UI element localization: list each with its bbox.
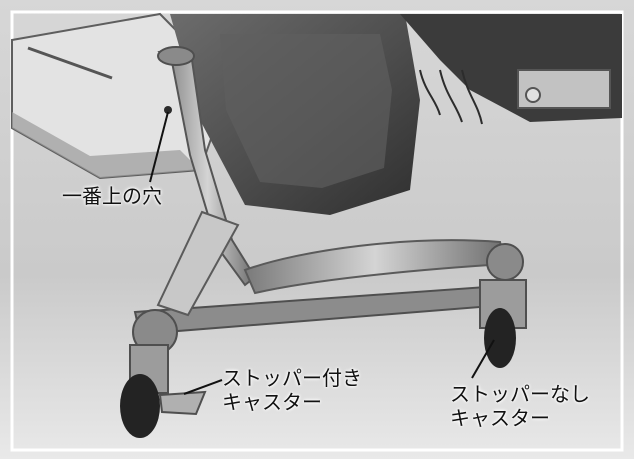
leader-line-top-hole	[149, 111, 169, 183]
left-tray-edge	[12, 112, 200, 178]
label-top-hole-text: 一番上の穴	[62, 184, 162, 208]
label-caster-without-stopper-line-1: ストッパーなし	[450, 382, 590, 406]
wire-tines	[419, 69, 483, 125]
tube-top-opening	[157, 46, 195, 66]
photo-border	[10, 10, 624, 452]
label-caster-with-stopper: ストッパー付き キャスター	[222, 366, 362, 414]
label-top-hole: 一番上の穴	[62, 184, 162, 208]
label-caster-with-stopper-line-1: ストッパー付き	[222, 366, 362, 390]
top-hole	[164, 106, 172, 114]
leader-line-left-caster	[183, 379, 223, 395]
label-caster-without-stopper: ストッパーなし キャスター	[450, 382, 590, 430]
tray-rod	[27, 46, 113, 80]
right-caster-wheel	[484, 308, 516, 368]
label-caster-with-stopper-line-2: キャスター	[222, 390, 322, 414]
left-caster-stopper	[158, 390, 207, 416]
right-bolt	[525, 87, 541, 103]
left-caster-wheel	[120, 374, 160, 438]
right-caster-swivel	[486, 243, 524, 281]
leader-line-right-caster	[471, 339, 495, 379]
label-caster-without-stopper-line-2: キャスター	[450, 406, 550, 430]
diagonal-support	[156, 210, 240, 317]
housing-panel	[220, 34, 392, 188]
